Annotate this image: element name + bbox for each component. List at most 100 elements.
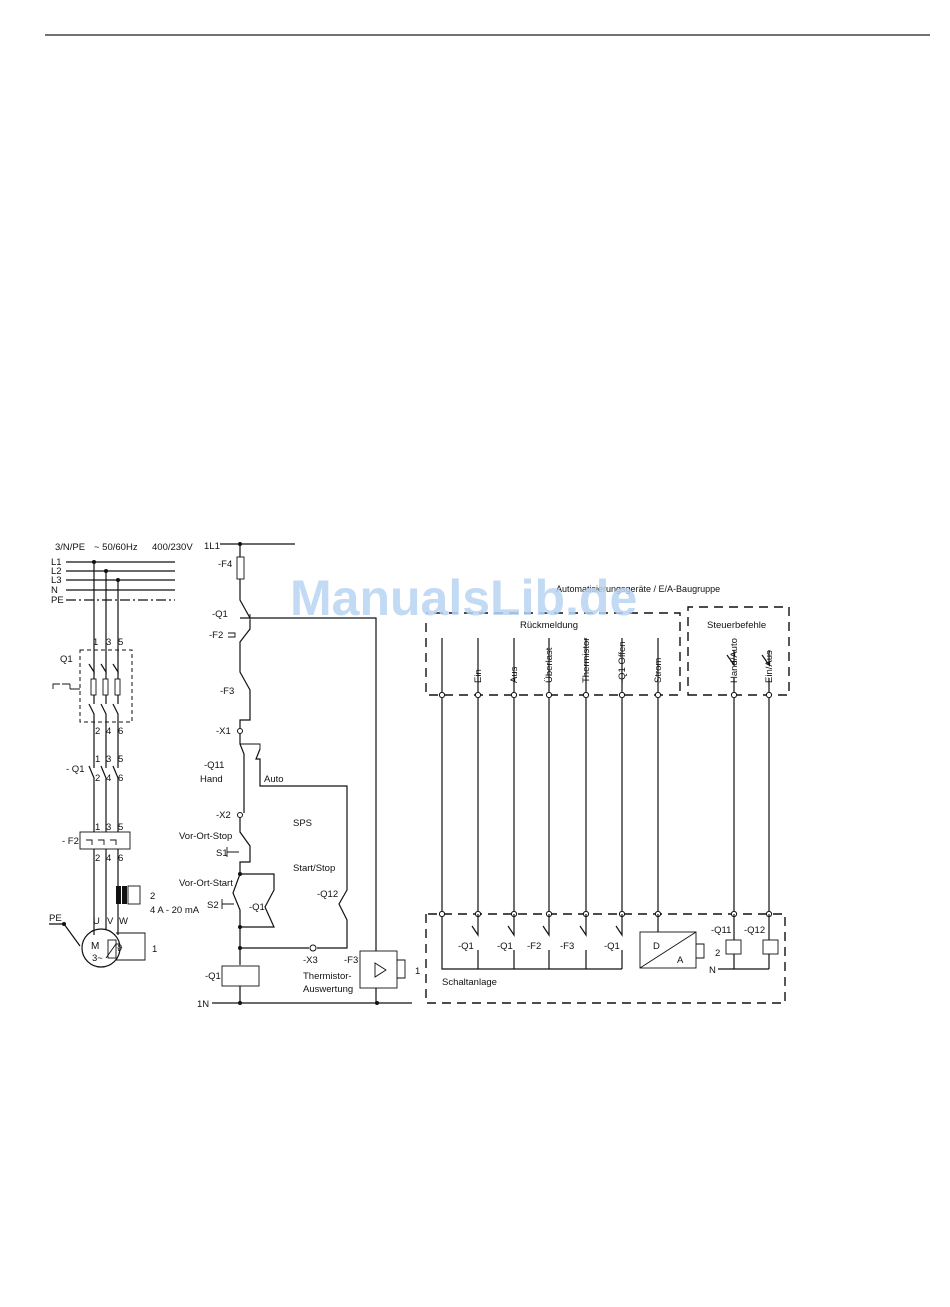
q1-terminal-5: 5 <box>118 637 123 648</box>
motor-pe-wire <box>49 923 81 947</box>
q1-coil <box>221 965 260 987</box>
sg-q1-b-label: -Q1 <box>497 941 513 952</box>
q12-label: -Q12 <box>317 889 338 900</box>
signal-top-terminal-6 <box>730 691 738 699</box>
motor-terminal-u: U <box>93 916 100 927</box>
sg-q1-a-label: -Q1 <box>458 941 474 952</box>
sg-q1-c-label: -Q1 <box>604 941 620 952</box>
thermistor-eval-label-2: Auswertung <box>303 984 353 995</box>
f3-relay-label: -F3 <box>344 955 358 966</box>
ct-pin: 2 <box>150 891 155 902</box>
converter-d: D <box>653 941 660 952</box>
motor-pe-label: PE <box>49 913 62 924</box>
q1c-terminal-6: 6 <box>118 773 123 784</box>
supply-system: 3/N/PE <box>55 542 85 553</box>
f4-fuse <box>236 556 245 580</box>
signal-top-terminal-7 <box>765 691 773 699</box>
thermistor-eval-label-1: Thermistor- <box>303 971 352 982</box>
io-module-title: Automatisierungsgeräte / E/A-Baugruppe <box>556 584 720 594</box>
common-bottom-terminal <box>438 910 446 918</box>
x3-label: -X3 <box>303 955 318 966</box>
commands-frame <box>687 606 790 696</box>
f2-label: - F2 <box>62 836 79 847</box>
f2-terminal-1: 1 <box>95 822 100 833</box>
sg-contact-0 <box>471 914 479 969</box>
q1-terminal-3: 3 <box>106 637 111 648</box>
q11-label: -Q11 <box>204 760 224 771</box>
ct-core-a <box>116 886 121 904</box>
q1-terminal-6: 6 <box>118 726 123 737</box>
q11-coil <box>725 939 742 955</box>
current-transformer <box>127 885 141 905</box>
f2-terminal-3: 3 <box>106 822 111 833</box>
sg-contact-3 <box>579 914 587 969</box>
f4-label: -F4 <box>218 559 232 570</box>
motor <box>81 928 121 968</box>
sg-neutral-label: N <box>709 965 716 976</box>
sg-contact-1 <box>507 914 515 969</box>
f2-terminal-2: 2 <box>95 853 100 864</box>
signal-top-terminal-5 <box>654 691 662 699</box>
thermistor-relay <box>359 950 398 989</box>
q1-terminal-1: 1 <box>93 637 98 648</box>
signal-top-terminal-3 <box>582 691 590 699</box>
q1c-terminal-1: 1 <box>95 754 100 765</box>
sg-f2-label: -F2 <box>527 941 541 952</box>
feedback-common <box>441 638 622 970</box>
q1-handle <box>52 683 80 690</box>
da-converter <box>639 931 697 969</box>
control-n-label: 1N <box>197 999 209 1010</box>
q1c-terminal-5: 5 <box>118 754 123 765</box>
start-stop-label: Start/Stop <box>293 863 335 874</box>
f2-terminal-4: 4 <box>106 853 111 864</box>
sg-q12-label: -Q12 <box>744 925 765 936</box>
s1-label: S1 <box>216 848 228 859</box>
x2-label: -X2 <box>216 810 231 821</box>
x1-label: -X1 <box>216 726 231 737</box>
hand-label: Hand <box>200 774 223 785</box>
local-start-label: Vor-Ort-Start <box>179 878 233 889</box>
thermistor-pin: 1 <box>152 944 157 955</box>
q1c-terminal-3: 3 <box>106 754 111 765</box>
sg-f3-label: -F3 <box>560 941 574 952</box>
q1-hold-label: -Q1 <box>249 902 265 913</box>
q1-label: Q1 <box>60 654 73 665</box>
motor-terminal-v: V <box>107 916 114 927</box>
phase-conductors <box>86 562 121 935</box>
local-stop-label: Vor-Ort-Stop <box>179 831 232 842</box>
converter-a: A <box>677 955 684 966</box>
sg-q11-label: -Q11 <box>711 925 731 936</box>
thermistor-leads <box>116 932 146 961</box>
feedback-label: Rückmeldung <box>520 620 578 631</box>
switchgear-label: Schaltanlage <box>442 977 497 988</box>
f3-label: -F3 <box>220 686 234 697</box>
bus-label-pe: PE <box>51 595 64 606</box>
signal-top-terminal-1 <box>510 691 518 699</box>
ct-core-b <box>122 886 127 904</box>
sg-contact-4 <box>615 914 623 969</box>
signal-top-terminal-2 <box>545 691 553 699</box>
motor-thermistor <box>107 939 117 959</box>
f2-aux-label: -F2 <box>209 630 223 641</box>
q1c-terminal-2: 2 <box>95 773 100 784</box>
bus-label-n: N <box>51 585 58 596</box>
q12-coil <box>762 939 779 955</box>
watermark: ManualsLib.de <box>290 570 637 626</box>
control-circuit: 1L1 -F4 -Q1 -F2 -F3 -X1 -Q11 Hand Auto -… <box>179 541 420 1010</box>
switchgear: Schaltanlage -Q1 -Q1 -F2 -F3 -Q1 D A 2 N… <box>425 638 786 1004</box>
motor-terminal-w: W <box>119 916 128 927</box>
f2-overload-relay <box>79 831 131 850</box>
motor-phase: 3~ <box>92 953 103 964</box>
sg-contact-2 <box>542 914 550 969</box>
converter-pin: 2 <box>715 948 720 959</box>
q1-contactor-label: - Q1 <box>66 764 84 775</box>
sps-label: SPS <box>293 818 312 829</box>
q1-aux-label: -Q1 <box>212 609 228 620</box>
q1-coil-label: -Q1 <box>205 971 221 982</box>
s2-label: S2 <box>207 900 219 911</box>
feedback-frame <box>425 612 681 696</box>
bus-label-l3: L3 <box>51 575 62 586</box>
